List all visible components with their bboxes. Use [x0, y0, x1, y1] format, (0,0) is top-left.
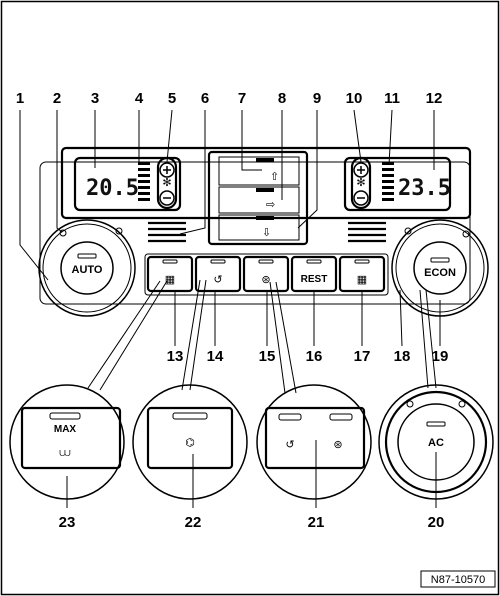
- right-display: [343, 156, 452, 212]
- rear-heater-icon: ⩊: [59, 447, 70, 459]
- control-panel: 20.5 ✻ ⇧: [38, 146, 489, 317]
- windscreen-airflow-icon: ⇧: [270, 171, 279, 183]
- windscreen-vent-button: [218, 156, 300, 186]
- callout-13: 13: [167, 348, 184, 365]
- right-sensor-grille: [348, 221, 386, 243]
- callout-4: 4: [135, 90, 144, 107]
- top-callouts: 1 2 3 4 5 6 7 8 9 10 11 12: [16, 90, 443, 107]
- detail-leaders: [87, 279, 437, 394]
- front-defrost-icon: ▦: [357, 274, 367, 286]
- detail-20-ac-knob: AC 20: [378, 384, 494, 531]
- reference-code-box: N87-10570: [420, 570, 496, 588]
- callout-16: 16: [306, 348, 323, 365]
- callout-3: 3: [91, 90, 99, 107]
- recirculation-detail-icon: ↺: [285, 439, 294, 451]
- auto-recirculation-detail-icon: ⊛: [333, 439, 342, 451]
- left-temp-buttons[interactable]: ✻: [156, 156, 178, 210]
- left-temp-up-icon: [159, 162, 175, 178]
- panel-body: [39, 161, 471, 305]
- left-fan-icon: ✻: [162, 177, 171, 189]
- rear-defrost-icon: ▦: [165, 274, 175, 286]
- right-fan-icon: ✻: [356, 177, 365, 189]
- auto-recirculation-icon: ⊛: [261, 274, 270, 286]
- reference-code: N87-10570: [431, 574, 485, 586]
- callout-21: 21: [308, 514, 325, 531]
- leader-lines-middle: [174, 289, 441, 347]
- windscreen-heater-icon: ⌬: [185, 437, 195, 449]
- leader-lines-top: [19, 109, 435, 281]
- callout-14: 14: [207, 348, 224, 365]
- right-temperature-readout: 23.5: [398, 176, 451, 201]
- left-sensor-grille: [148, 221, 186, 243]
- callout-8: 8: [278, 90, 286, 107]
- left-temp-down-icon: [159, 190, 175, 206]
- callout-23: 23: [59, 514, 76, 531]
- right-fan-level-bars: [382, 162, 394, 201]
- air-distribution-panel: [207, 150, 309, 246]
- auto-button-label: AUTO: [72, 264, 103, 276]
- auto-recirculation-button[interactable]: [242, 255, 290, 293]
- rest-button-label: REST: [301, 274, 328, 285]
- air-distribution-buttons[interactable]: ⇧ ⇨ ⇩: [218, 156, 300, 241]
- callout-2: 2: [53, 90, 61, 107]
- auto-knob[interactable]: AUTO: [38, 219, 136, 317]
- right-temp-buttons[interactable]: ✻: [350, 156, 372, 210]
- callout-20: 20: [428, 514, 445, 531]
- econ-button-label: ECON: [424, 267, 456, 279]
- left-display: [73, 156, 182, 212]
- callout-9: 9: [313, 90, 321, 107]
- footwell-airflow-icon: ⇩: [262, 227, 271, 239]
- detail-21-recirculation: ↺ ⊛ 21: [256, 384, 372, 531]
- detail-22-windscreen: ⌬ 22: [132, 384, 248, 531]
- face-airflow-icon: ⇨: [266, 199, 275, 211]
- max-label: MAX: [54, 424, 77, 435]
- right-temp-down-icon: [353, 190, 369, 206]
- left-temperature-readout: 20.5: [86, 176, 139, 201]
- recirculation-icon: ↺: [213, 274, 222, 286]
- callout-10: 10: [346, 90, 363, 107]
- recirculation-button[interactable]: [194, 255, 242, 293]
- callout-7: 7: [238, 90, 246, 107]
- callout-6: 6: [201, 90, 209, 107]
- callout-17: 17: [354, 348, 371, 365]
- callout-11: 11: [384, 90, 400, 107]
- button-row: ▦ ↺ ⊛ REST ▦: [144, 253, 389, 296]
- callout-1: 1: [16, 90, 24, 107]
- callout-19: 19: [432, 348, 449, 365]
- right-temp-up-icon: [353, 162, 369, 178]
- left-fan-level-bars: [138, 162, 150, 201]
- callout-18: 18: [394, 348, 411, 365]
- ac-button-label: AC: [428, 437, 444, 449]
- callout-12: 12: [426, 90, 443, 107]
- middle-callouts: 13 14 15 16 17 18 19: [167, 348, 449, 365]
- callout-5: 5: [168, 90, 176, 107]
- callout-15: 15: [259, 348, 276, 365]
- rear-defrost-button[interactable]: [146, 255, 194, 293]
- detail-23-rear-defrost: MAX ⩊ 23: [9, 384, 125, 531]
- callout-22: 22: [185, 514, 202, 531]
- face-vent-button: [218, 186, 300, 214]
